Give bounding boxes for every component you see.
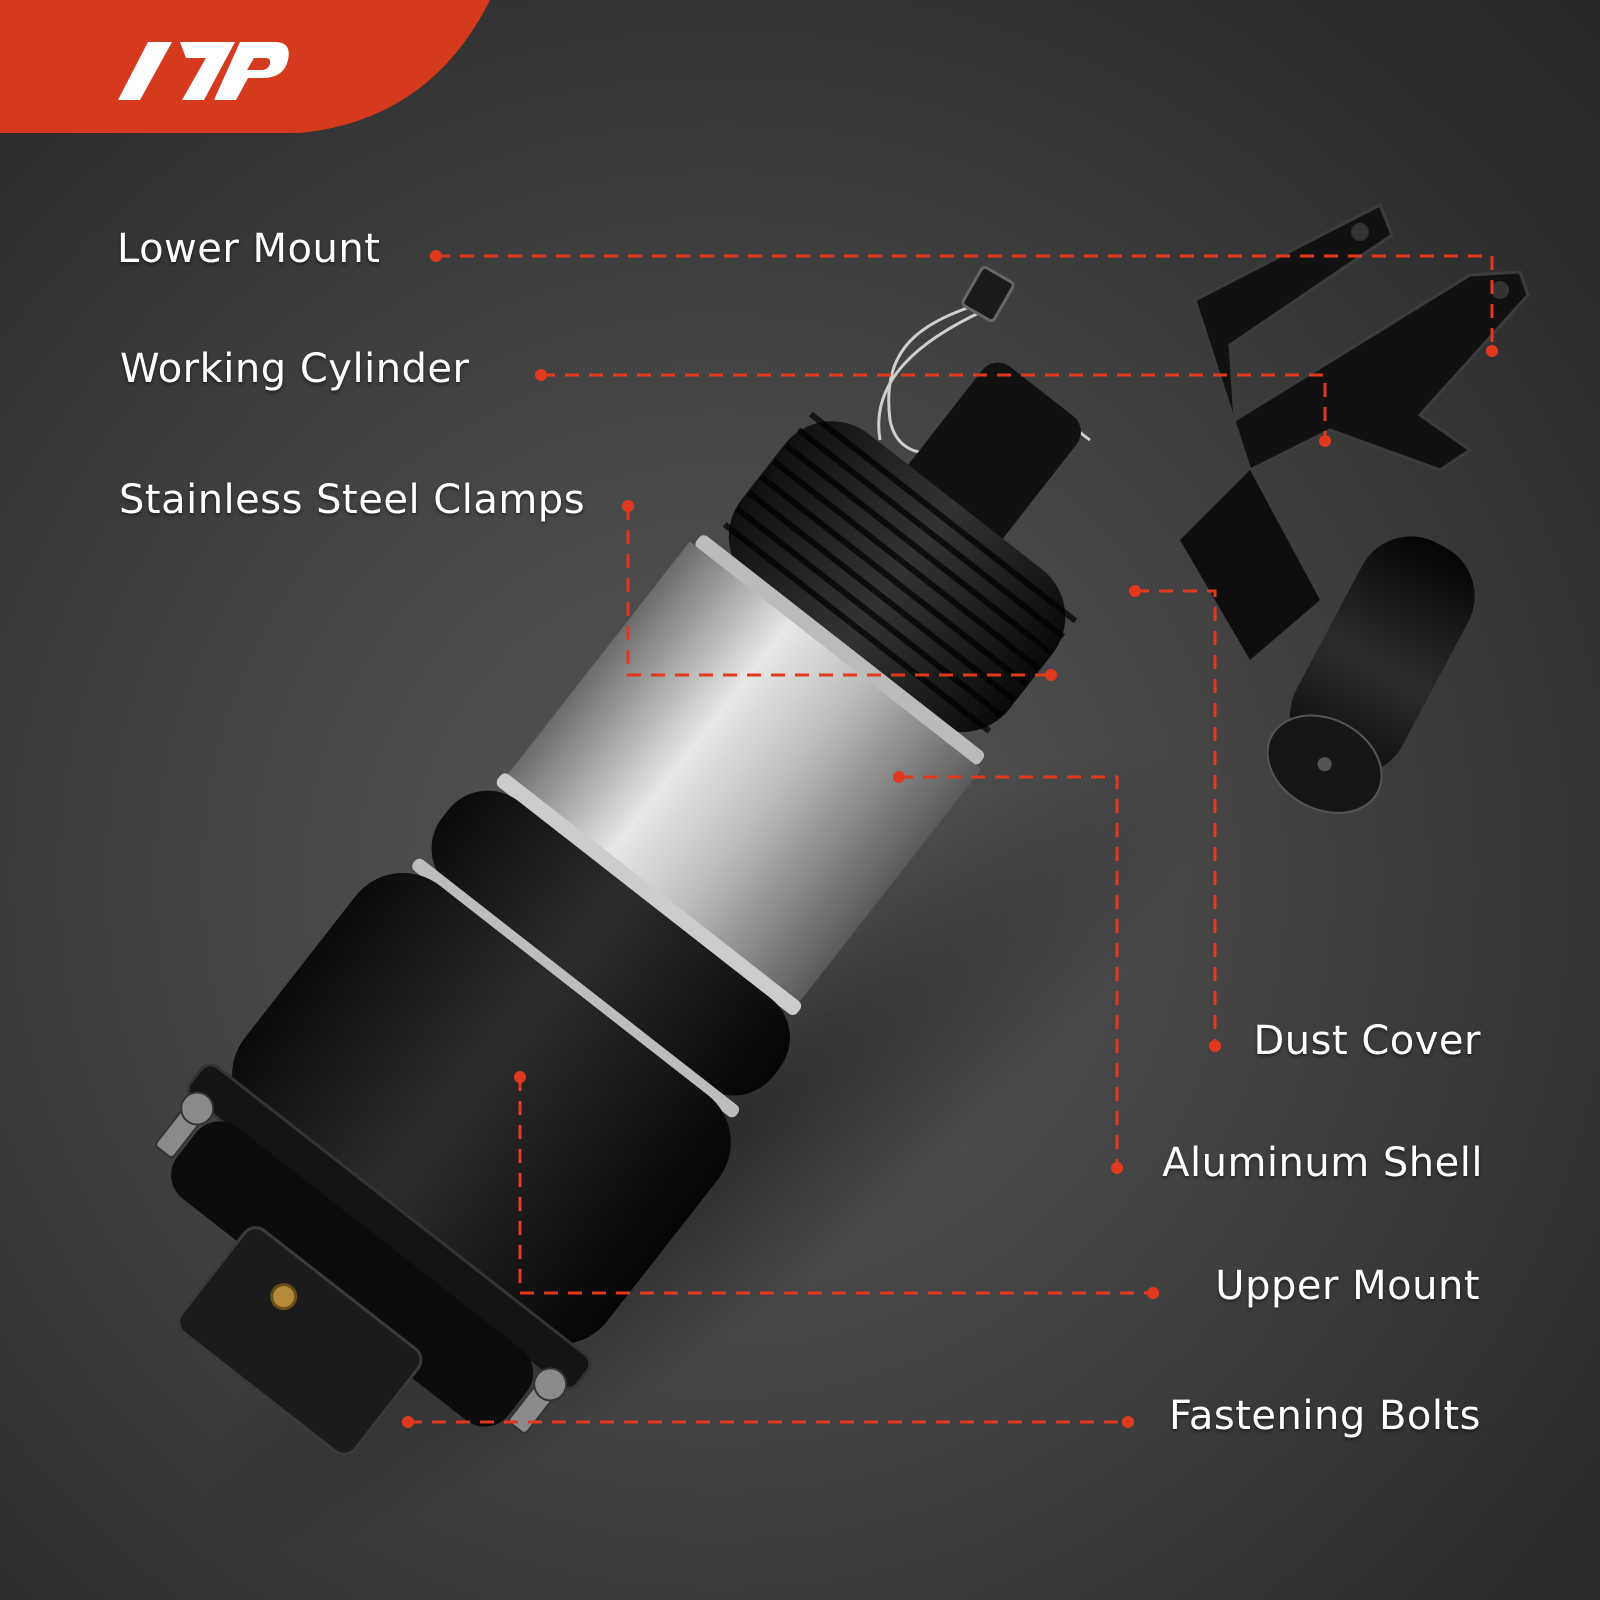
- damper-reservoir: [1180, 470, 1475, 814]
- leader-stainless-steel-clamps: [626, 506, 1051, 677]
- label-upper-mount: Upper Mount: [1215, 1263, 1480, 1309]
- brand-logo-icon: [118, 42, 289, 100]
- dot-fastening-bolts-label: [1122, 1416, 1134, 1428]
- dot-dust-cover-label: [1209, 1040, 1221, 1052]
- leader-upper-mount: [518, 1077, 1153, 1295]
- dust-cover: [722, 411, 1078, 734]
- dot-clamps-label: [622, 500, 634, 512]
- dot-upper-mount-target: [514, 1071, 526, 1083]
- dot-lower-mount-label: [430, 250, 442, 262]
- fastening-bolts: [155, 1091, 568, 1434]
- dot-clamps-target: [1045, 669, 1057, 681]
- label-stainless-steel-clamps: Stainless Steel Clamps: [119, 477, 586, 523]
- brand-badge: [0, 0, 490, 133]
- air-bellow: [232, 790, 790, 1345]
- dot-aluminum-shell-label: [1111, 1162, 1123, 1174]
- clamp-upper: [695, 535, 985, 765]
- strut-body: [155, 362, 1081, 1456]
- aluminum-shell: [504, 541, 982, 1006]
- dot-fastening-bolts-target: [402, 1416, 414, 1428]
- label-lower-mount: Lower Mount: [117, 226, 381, 272]
- leader-working-cylinder: [541, 373, 1327, 441]
- upper-mount: [171, 1063, 592, 1456]
- leader-lower-mount: [436, 254, 1494, 351]
- label-fastening-bolts: Fastening Bolts: [1169, 1393, 1481, 1439]
- air-fitting-icon: [270, 1283, 298, 1311]
- dot-lower-mount-target: [1486, 345, 1498, 357]
- clamp-lower: [496, 773, 802, 1016]
- dot-working-cylinder-label: [535, 369, 547, 381]
- leader-dust-cover: [1135, 589, 1217, 1046]
- dot-working-cylinder-target: [1319, 435, 1331, 447]
- label-dust-cover: Dust Cover: [1253, 1018, 1481, 1064]
- dot-dust-cover-target: [1129, 585, 1141, 597]
- lower-mount-bracket: [1193, 202, 1530, 473]
- label-aluminum-shell: Aluminum Shell: [1162, 1140, 1483, 1186]
- dot-aluminum-shell-target: [893, 771, 905, 783]
- label-working-cylinder: Working Cylinder: [120, 346, 470, 392]
- leader-aluminum-shell: [899, 775, 1119, 1168]
- dot-upper-mount-label: [1147, 1287, 1159, 1299]
